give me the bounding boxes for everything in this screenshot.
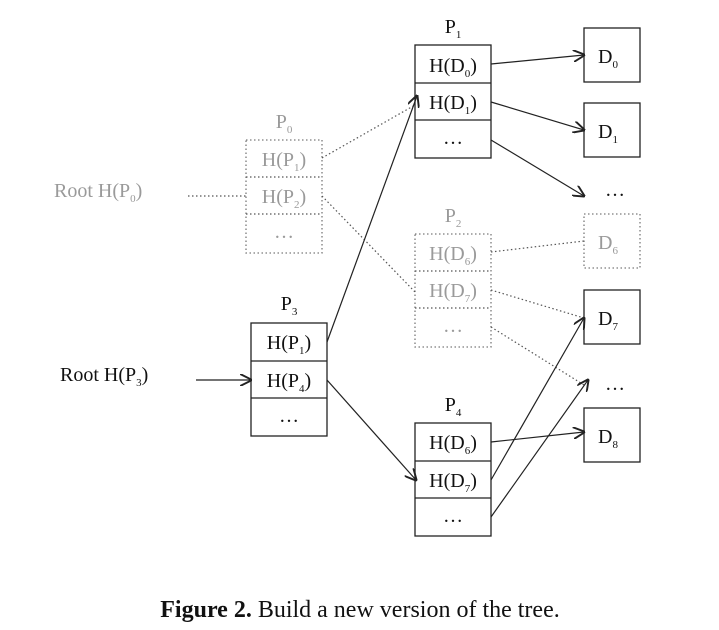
node-p1-title: P1 [445, 16, 462, 41]
svg-text:D6: D6 [598, 232, 618, 257]
node-p4: P4 H(D6) H(D7) … [414, 394, 492, 537]
root-new-label: Root H(P3) [60, 364, 148, 389]
ellipsis-upper: … [605, 179, 625, 201]
link-p4-to-more [490, 380, 588, 518]
link-p1-to-d1 [490, 101, 584, 130]
node-p1: P1 H(D0) H(D1) … [414, 16, 492, 159]
svg-text:D7: D7 [598, 308, 618, 333]
link-p2-to-d6 [490, 240, 585, 253]
data-block-d0: D0 [583, 27, 641, 83]
node-p3-cell-2: … [279, 405, 299, 427]
figure-caption: Figure 2. Build a new version of the tre… [160, 597, 559, 623]
link-p1-to-more [490, 139, 584, 196]
root-old-label: Root H(P0) [54, 180, 142, 205]
node-p0-title: P0 [276, 111, 293, 136]
old-version-links [188, 104, 585, 386]
link-p4-to-d7 [490, 318, 584, 481]
node-p0: P0 H(P1) H(P2) … [245, 111, 323, 254]
node-p2-title: P2 [445, 205, 462, 230]
new-version-links [196, 55, 588, 518]
ellipsis-lower: … [605, 373, 625, 395]
link-p1-to-d0 [490, 55, 584, 65]
node-p4-title: P4 [445, 394, 462, 419]
node-p2-cell-1: H(D7) [429, 280, 477, 305]
data-block-d6: D6 [583, 213, 641, 269]
data-block-d7: D7 [583, 289, 641, 345]
link-p2-to-d7 [490, 289, 585, 319]
link-p0-to-p2 [321, 195, 416, 293]
node-p4-cell-2: … [443, 505, 463, 527]
node-p4-cell-1: H(D7) [429, 470, 477, 495]
link-p4-to-d8 [490, 432, 584, 443]
node-p2-cell-0: H(D6) [429, 243, 477, 268]
svg-text:D8: D8 [598, 426, 618, 451]
node-p1-cell-1: H(D1) [429, 92, 477, 117]
link-p2-to-more [490, 326, 585, 386]
data-block-d1: D1 [583, 102, 641, 158]
node-p1-cell-0: H(D0) [429, 55, 477, 80]
node-p2-cell-2: … [443, 315, 463, 337]
link-p3-to-p4 [326, 379, 416, 480]
node-p0-cell-2: … [274, 221, 294, 243]
node-p3-cell-1: H(P4) [267, 370, 311, 395]
node-p3-cell-0: H(P1) [267, 332, 311, 357]
node-p3: P3 H(P1) H(P4) … [250, 293, 328, 437]
node-p0-cell-1: H(P2) [262, 186, 306, 211]
node-p2: P2 H(D6) H(D7) … [414, 205, 492, 348]
node-p0-cell-0: H(P1) [262, 149, 306, 174]
node-p1-cell-2: … [443, 127, 463, 149]
link-p3-to-p1 [326, 96, 417, 343]
link-p0-to-p1 [321, 104, 416, 159]
svg-text:D0: D0 [598, 46, 618, 71]
data-block-d8: D8 [583, 407, 641, 463]
node-p4-cell-0: H(D6) [429, 432, 477, 457]
node-p3-title: P3 [281, 293, 298, 318]
svg-text:D1: D1 [598, 121, 618, 146]
